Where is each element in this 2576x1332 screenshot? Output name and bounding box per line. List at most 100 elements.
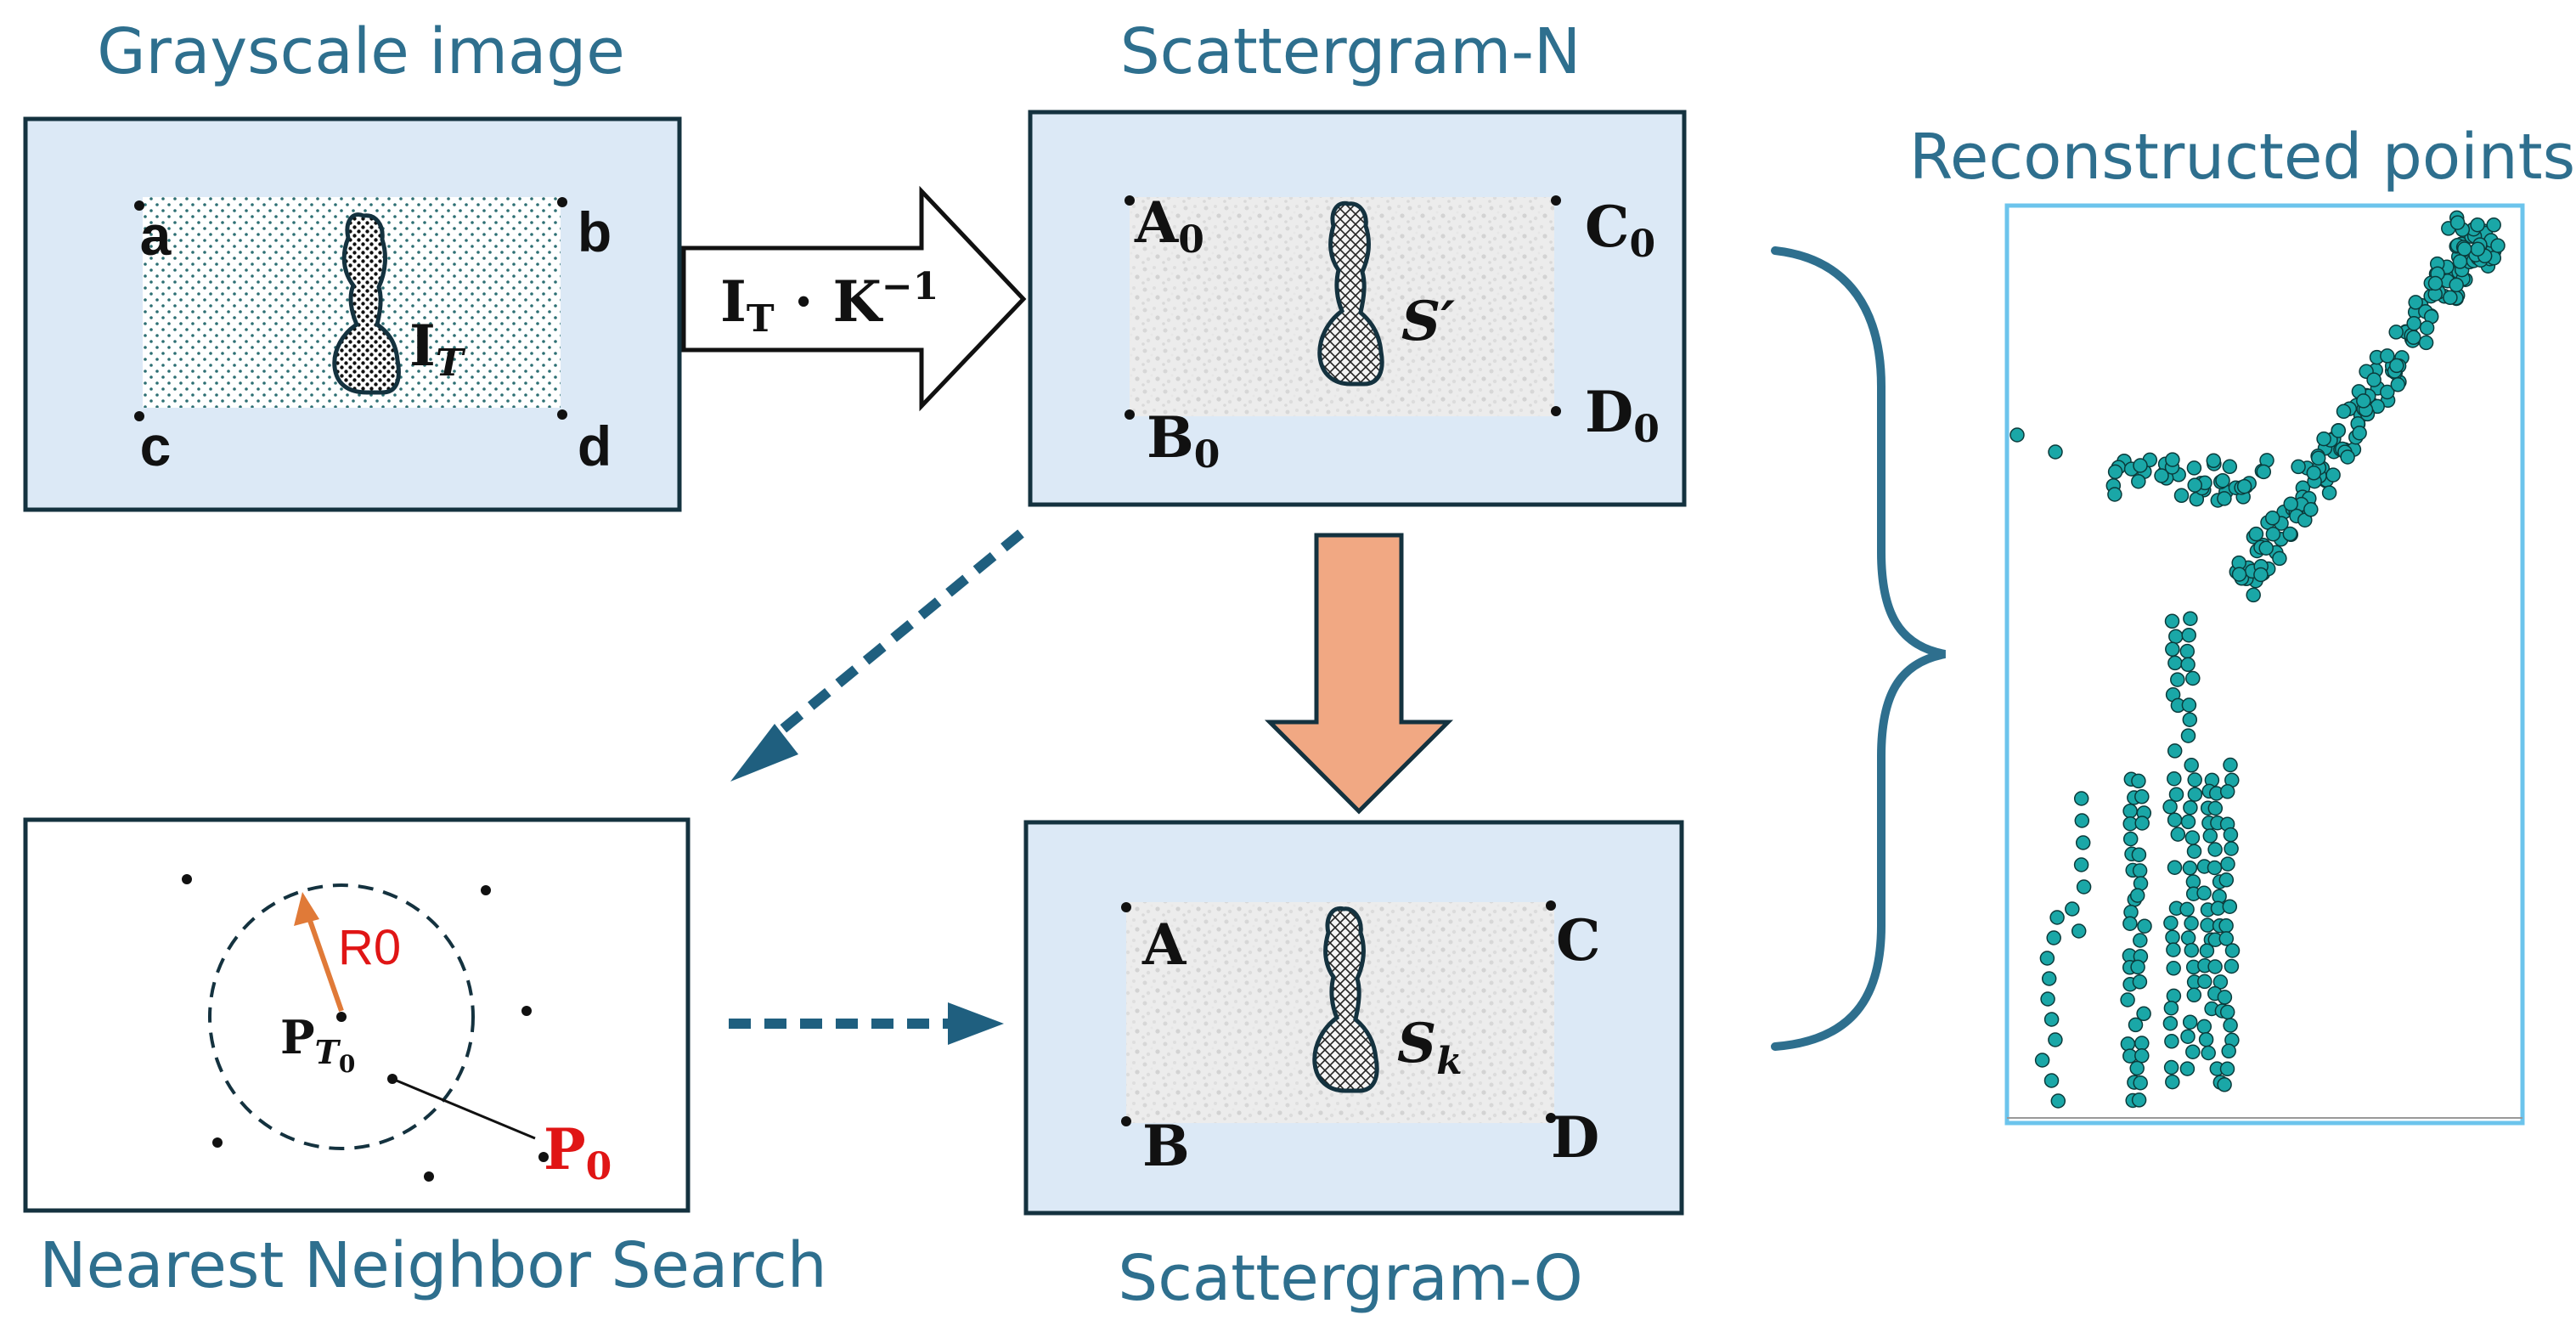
plot-frame <box>2004 203 2525 1126</box>
reconstructed-point <box>2131 473 2146 489</box>
reconstructed-point <box>2071 923 2087 939</box>
scattergram-n-panel: A0 C0 B0 D0 S′ <box>1028 110 1687 507</box>
corner-d0: D0 <box>1585 379 1660 451</box>
reconstructed-point <box>2196 885 2212 901</box>
reconstructed-point <box>2325 467 2341 483</box>
reconstructed-point <box>2179 1061 2196 1076</box>
reconstructed-point <box>2456 241 2472 257</box>
reconstructed-point <box>2180 814 2196 830</box>
reconstructed-point <box>2184 758 2199 773</box>
corner-a: a <box>140 204 172 267</box>
reconstructed-point <box>2164 613 2180 629</box>
reconstructed-point <box>2131 1092 2147 1108</box>
reconstructed-point <box>2129 888 2145 903</box>
reconstructed-point <box>2340 449 2355 465</box>
reconstructed-point <box>2215 472 2230 488</box>
reconstructed-point <box>2380 384 2395 400</box>
reconstructed-point <box>2217 990 2233 1005</box>
reconstructed-point <box>2048 444 2063 460</box>
reconstructed-point <box>2181 627 2196 643</box>
reconstructed-point <box>2408 295 2423 310</box>
reconstructed-point <box>2186 460 2202 476</box>
reconstructed-point <box>2134 1048 2150 1064</box>
reconstructed-point <box>2283 496 2298 511</box>
reconstructed-point <box>2206 453 2222 469</box>
reconstructed-point <box>2443 290 2458 306</box>
reconstructed-point <box>2223 1018 2238 1033</box>
reconstructed-point <box>2207 860 2223 876</box>
reconstructed-point <box>2236 478 2252 494</box>
reconstructed-point <box>2137 918 2152 934</box>
corner-b: B <box>1142 1113 1190 1179</box>
reconstructed-point <box>2129 1060 2145 1076</box>
reconstructed-point <box>2331 423 2346 438</box>
reconstructed-point <box>2034 1053 2050 1068</box>
label-s-prime: S′ <box>1401 290 1455 353</box>
reconstructed-point <box>2167 655 2183 671</box>
reconstructed-point <box>2303 502 2319 517</box>
reconstructed-point <box>2310 450 2326 466</box>
shape-sk <box>1312 906 1379 1093</box>
reconstructed-point <box>2073 857 2089 872</box>
reconstructed-point <box>2253 567 2269 583</box>
reconstructed-point <box>2316 431 2331 447</box>
radius-arrow <box>305 912 344 1012</box>
reconstructed-point <box>2291 459 2306 475</box>
reconstructed-point <box>2134 1036 2150 1051</box>
reconstructed-point <box>2165 641 2180 658</box>
corner-c: c <box>140 415 172 477</box>
reconstructed-point <box>2336 404 2352 420</box>
corner-b0: B0 <box>1147 404 1220 477</box>
reconstructed-point <box>2120 1036 2136 1052</box>
reconstructed-point <box>2184 830 2201 845</box>
reconstructed-point <box>2202 828 2218 844</box>
reconstructed-point <box>2470 241 2486 257</box>
reconstructed-point <box>2074 813 2090 828</box>
reconstructed-point <box>2222 459 2238 475</box>
reconstructed-point <box>2366 372 2382 387</box>
search-radius-circle <box>208 883 475 1150</box>
reconstructed-point <box>2132 974 2148 990</box>
reconstructed-point <box>2224 958 2240 974</box>
reconstructed-point <box>2217 491 2232 506</box>
reconstructed-point <box>2162 799 2178 815</box>
reconstructed-point <box>2130 959 2145 975</box>
reconstructed-point <box>2165 1074 2180 1090</box>
reconstructed-point <box>2380 348 2395 364</box>
reconstructed-point <box>2163 1000 2179 1016</box>
dashed-arrow-horizontal <box>729 1002 1004 1045</box>
reconstructed-point <box>2282 526 2298 542</box>
title-scattergram-n: Scattergram-N <box>1120 15 1581 88</box>
reconstructed-point <box>2010 427 2025 443</box>
reconstructed-point <box>2406 330 2421 346</box>
reconstructed-point <box>2180 1029 2196 1044</box>
reconstructed-point <box>2133 1075 2148 1091</box>
reconstructed-point <box>2040 991 2055 1007</box>
scattergram-o-panel: A C B D Sk <box>1023 820 1684 1216</box>
reconstructed-point <box>2075 835 2091 850</box>
reconstructed-point <box>2222 899 2238 914</box>
reconstructed-point <box>2180 657 2196 673</box>
corner-d: d <box>578 415 612 477</box>
reconstructed-point <box>2167 770 2182 787</box>
reconstructed-point <box>2187 477 2202 493</box>
reconstructed-point <box>2120 992 2135 1007</box>
corner-c0: C0 <box>1585 194 1655 266</box>
reconstructed-point <box>2154 468 2169 483</box>
label-it: IT <box>409 313 466 385</box>
reconstructed-point <box>2186 987 2202 1003</box>
reconstructed-point <box>2187 787 2203 802</box>
transform-arrow: IT · K−1 <box>681 185 1027 412</box>
reconstructed-point <box>2041 971 2057 986</box>
reconstructed-point <box>2258 540 2274 556</box>
reconstructed-point <box>2182 861 2198 876</box>
reconstructed-point <box>2486 217 2501 233</box>
reconstructed-point <box>2039 951 2055 966</box>
reconstructed-point <box>2352 425 2367 441</box>
reconstructed-point <box>2128 1017 2144 1033</box>
reconstructed-point <box>2050 1093 2066 1109</box>
reconstructed-point <box>2406 315 2421 331</box>
title-scattergram-o: Scattergram-O <box>1118 1242 1583 1315</box>
reconstructed-point <box>2224 841 2239 856</box>
